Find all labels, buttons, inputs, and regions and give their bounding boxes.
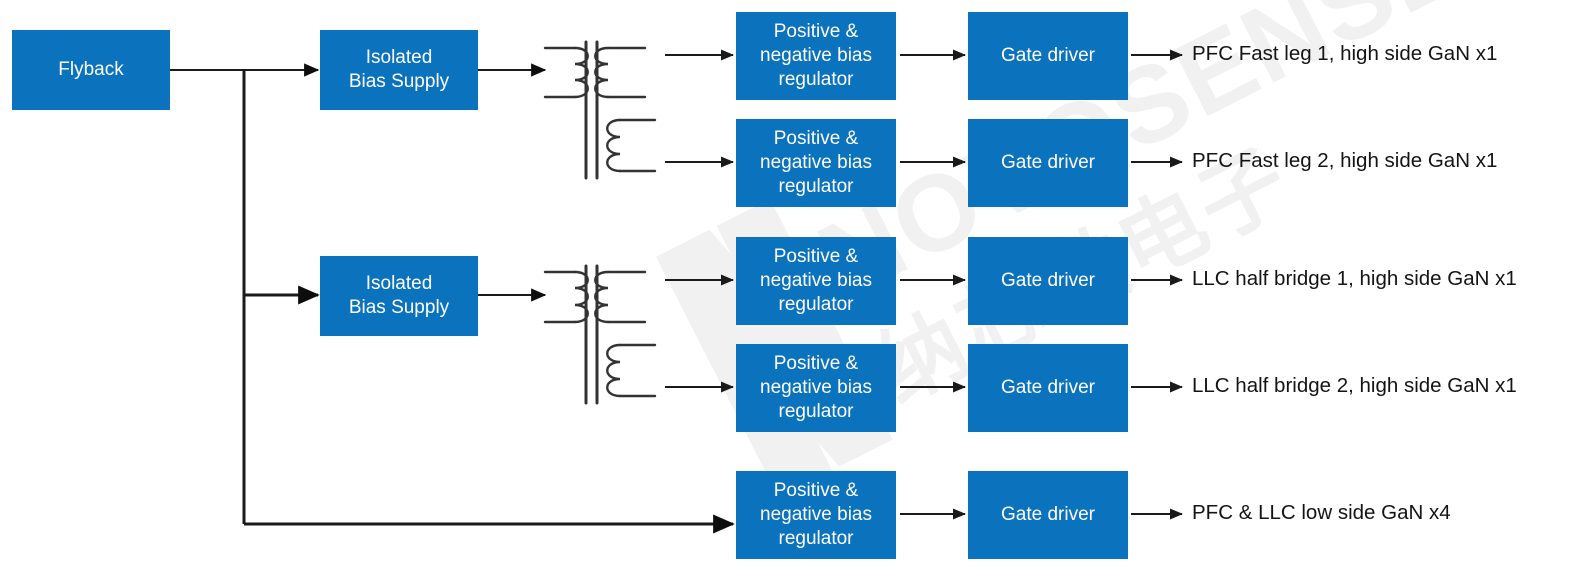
- block-isolated-bias-supply-2[interactable]: Isolated Bias Supply: [320, 256, 478, 336]
- output-label-5: PFC & LLC low side GaN x4: [1192, 501, 1451, 524]
- output-label-1: PFC Fast leg 1, high side GaN x1: [1192, 42, 1498, 65]
- block-gate-driver-2[interactable]: Gate driver: [968, 119, 1128, 207]
- block-flyback[interactable]: Flyback: [12, 30, 170, 110]
- block-isolated-bias-supply-1[interactable]: Isolated Bias Supply: [320, 30, 478, 110]
- transformer-1-symbol: [543, 40, 657, 180]
- block-regulator-1[interactable]: Positive & negative bias regulator: [736, 12, 896, 100]
- block-gate-driver-4[interactable]: Gate driver: [968, 344, 1128, 432]
- block-regulator-3[interactable]: Positive & negative bias regulator: [736, 237, 896, 325]
- block-gate-driver-1[interactable]: Gate driver: [968, 12, 1128, 100]
- output-label-4: LLC half bridge 2, high side GaN x1: [1192, 374, 1517, 397]
- block-gate-driver-5[interactable]: Gate driver: [968, 471, 1128, 559]
- block-regulator-5[interactable]: Positive & negative bias regulator: [736, 471, 896, 559]
- block-gate-driver-3[interactable]: Gate driver: [968, 237, 1128, 325]
- output-label-2: PFC Fast leg 2, high side GaN x1: [1192, 149, 1498, 172]
- output-label-3: LLC half bridge 1, high side GaN x1: [1192, 267, 1517, 290]
- block-regulator-4[interactable]: Positive & negative bias regulator: [736, 344, 896, 432]
- block-regulator-2[interactable]: Positive & negative bias regulator: [736, 119, 896, 207]
- transformer-2-symbol: [543, 264, 657, 405]
